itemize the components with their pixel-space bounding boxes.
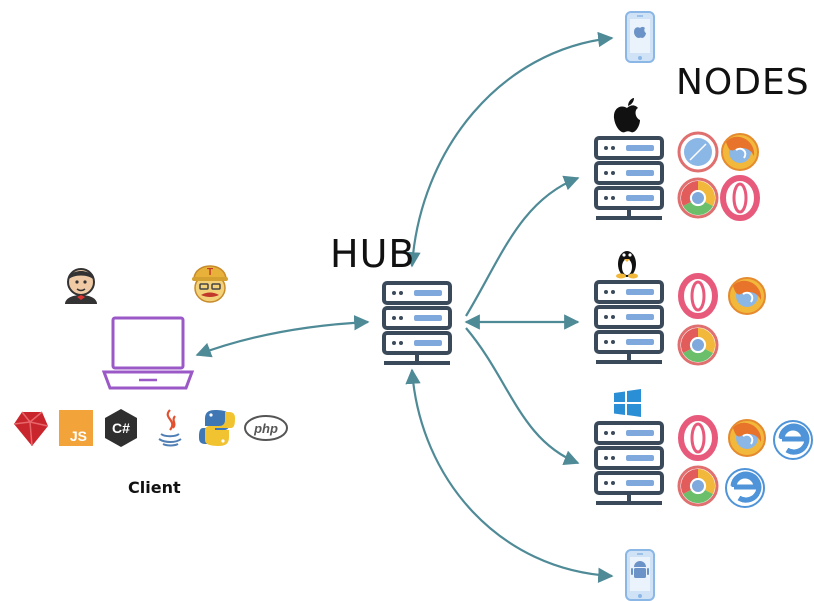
js-text: JS: [70, 428, 87, 444]
firefox-icon: [728, 419, 766, 457]
java-icon: [158, 409, 182, 447]
laptop-icon: [101, 316, 195, 390]
firefox-icon: [721, 133, 759, 171]
csharp-text: C#: [112, 420, 130, 436]
chrome-icon: [677, 324, 719, 366]
android-phone-icon: [625, 549, 655, 601]
javascript-icon: JS: [59, 410, 93, 446]
hub-mac-node-arrow: [465, 175, 580, 317]
safari-icon: [677, 131, 719, 173]
edge-icon: [774, 421, 812, 459]
jenkins-icon: [65, 268, 97, 304]
mac-node-server-icon: [594, 136, 664, 220]
php-text: php: [253, 421, 278, 436]
windows-icon: [614, 389, 641, 417]
iphone-icon: [625, 11, 655, 63]
ruby-icon: [13, 411, 49, 447]
windows-node-server-icon: [594, 421, 664, 505]
edge-icon: [726, 469, 764, 507]
php-icon: php: [244, 415, 288, 441]
connectors: [195, 31, 614, 583]
hub-android-arrow: [405, 368, 614, 583]
chrome-icon: [677, 465, 719, 507]
hub-windows-node-arrow: [465, 327, 580, 466]
chrome-icon: [677, 177, 719, 219]
mascot-badge-text: T: [207, 267, 213, 278]
hub-label: HUB: [330, 232, 416, 276]
hub-server-icon: [382, 281, 452, 365]
firefox-icon: [728, 277, 766, 315]
client-hub-arrow: [195, 315, 370, 358]
opera-icon: [681, 276, 715, 316]
csharp-icon: C#: [105, 409, 137, 447]
python-icon: [199, 410, 235, 446]
nodes-label: NODES: [676, 62, 810, 103]
linux-node-server-icon: [594, 280, 664, 364]
hub-iphone-arrow: [405, 31, 614, 268]
opera-icon: [681, 418, 715, 458]
apple-icon: [613, 98, 640, 133]
client-label: Client: [128, 478, 181, 497]
opera-icon: [723, 178, 757, 218]
tool-mascot-icon: T: [192, 265, 228, 303]
linux-icon: [616, 251, 638, 279]
